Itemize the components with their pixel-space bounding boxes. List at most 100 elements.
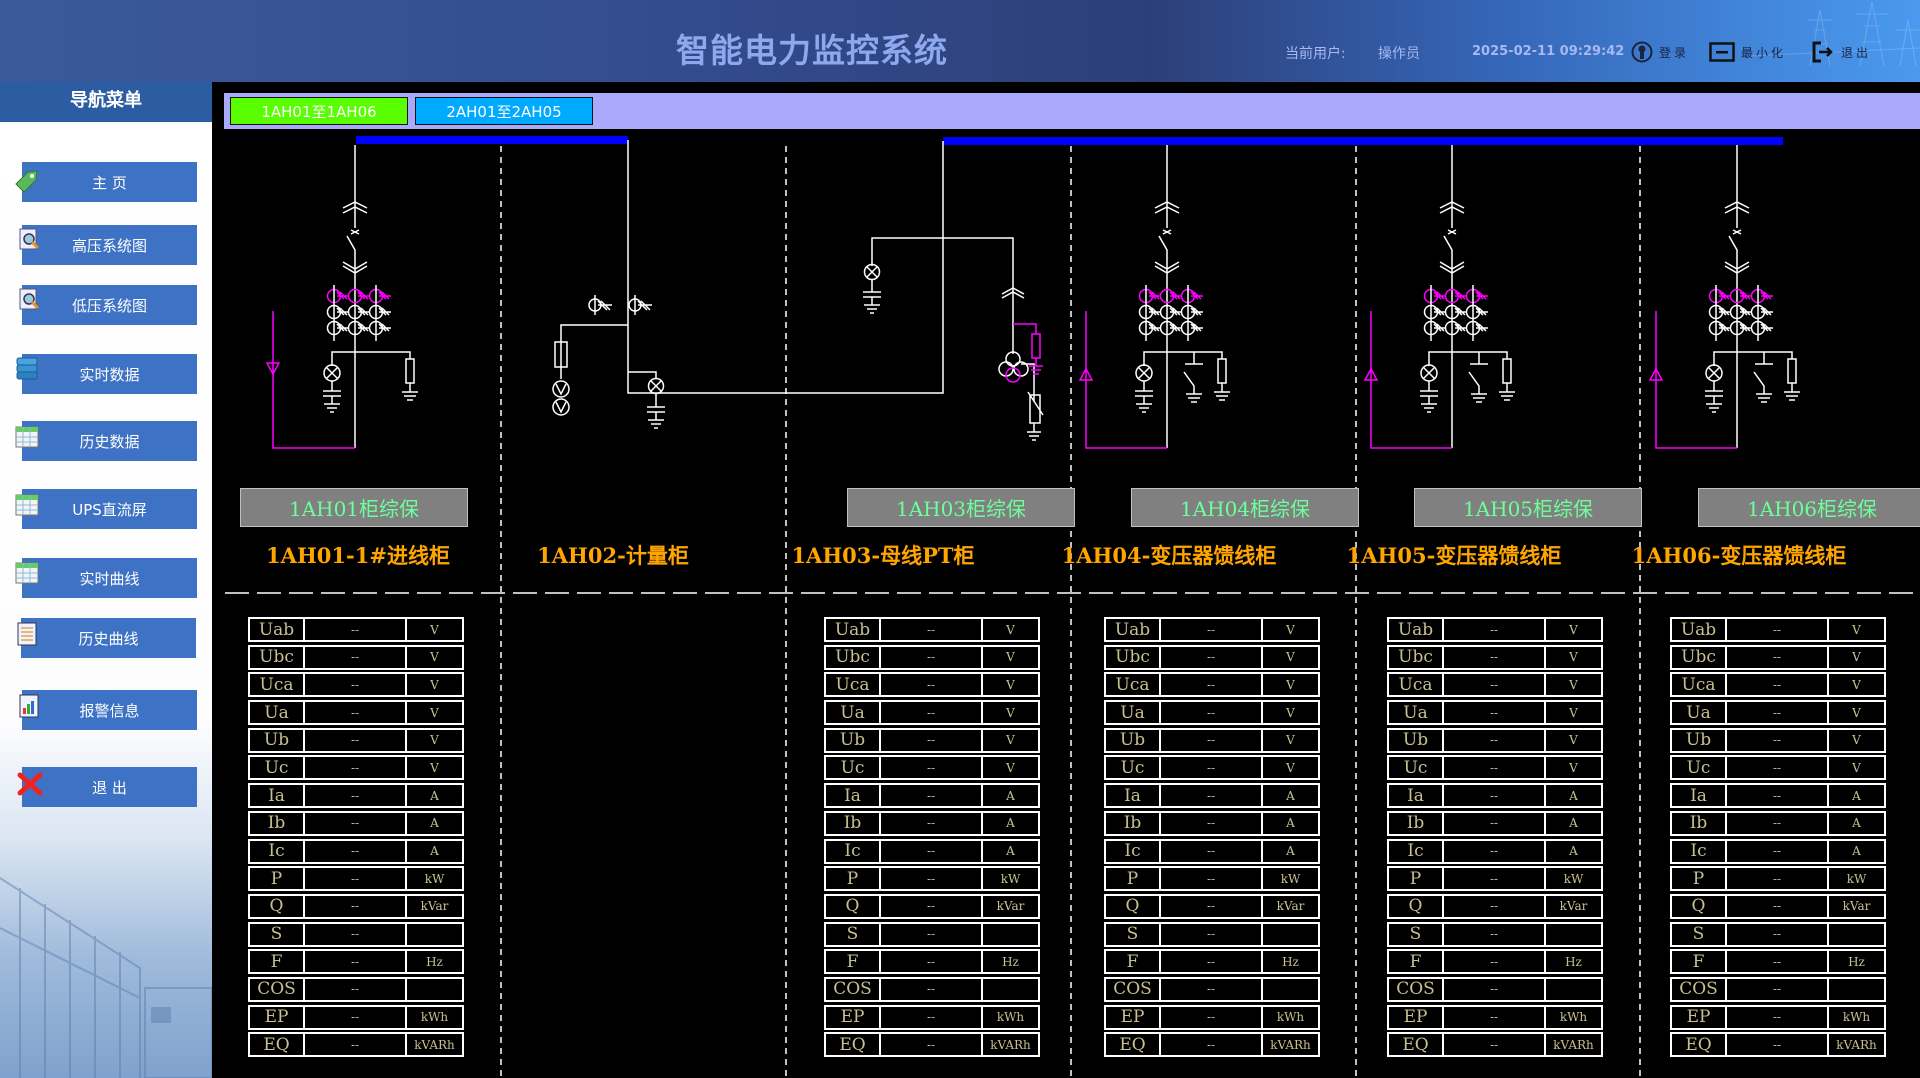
table-row: EQ--kVARh [248,1032,466,1058]
sidebar-item-ups-dc[interactable]: UPS直流屏 [22,489,197,529]
measurement-unit: kVARh [1827,1032,1886,1058]
relay-button-1ah04[interactable]: 1AH04柜综保 [1131,488,1359,527]
measurement-name: Uab [1387,617,1444,642]
cabinet-name-1ah01: 1AH01-1#进线柜 [266,543,450,568]
relay-button-1ah06[interactable]: 1AH06柜综保 [1698,488,1920,527]
main-content: 1AH01至1AH06 2AH01至2AH05 [213,82,1920,1078]
exit-button[interactable]: 退出 [1811,40,1871,64]
cable-loop-highlighted [1648,311,1737,449]
table-row: COS-- [1670,976,1888,1002]
table-row: Uc--V [824,755,1042,781]
sidebar-item-realtime-data[interactable]: 实时数据 [22,354,197,394]
relay-button-1ah01[interactable]: 1AH01柜综保 [240,488,468,527]
table-row: Uab--V [1387,617,1605,642]
sidebar-item-label: 高压系统图 [71,236,147,255]
measurement-name: Uc [248,755,305,781]
measurement-value: -- [1725,838,1829,864]
measurement-unit: V [981,755,1040,781]
sidebar-item-history-curve[interactable]: 历史曲线 [21,618,196,658]
measurement-value: -- [1159,921,1263,947]
sidebar-item-hv-system[interactable]: 高压系统图 [22,225,197,265]
measurement-value: -- [879,783,983,809]
table-row: Uca--V [1670,672,1888,698]
relay-button-1ah03[interactable]: 1AH03柜综保 [847,488,1075,527]
sidebar-item-history-data[interactable]: 历史数据 [22,421,197,461]
minimize-button[interactable]: 最小化 [1709,40,1786,64]
login-button[interactable]: 登录 [1631,40,1689,64]
table-row: Ua--V [248,700,466,726]
measurement-name: Ia [248,783,305,809]
table-row: Ib--A [1104,810,1322,836]
sidebar-item-home[interactable]: 主 页 [22,162,197,202]
measurement-unit: V [1261,755,1320,781]
measurement-value: -- [1725,810,1829,836]
measurement-name: Uab [824,617,881,642]
measurement-value: -- [1442,1032,1546,1058]
measurement-unit: kVARh [1261,1032,1320,1058]
measurement-value: -- [879,672,983,698]
report-chart-icon [19,694,39,718]
measurement-unit [405,976,464,1002]
sidebar-item-alarm-info[interactable]: 报警信息 [22,690,197,730]
measurement-name: Uab [1104,617,1161,642]
measurement-value: -- [879,755,983,781]
pt-equipment [863,237,1044,441]
measurement-value: -- [1159,949,1263,975]
measurement-value: -- [1159,866,1263,892]
measurement-value: -- [879,727,983,753]
measurement-unit [1544,976,1603,1002]
table-row: Q--kVar [248,893,466,919]
measurement-unit: V [1544,672,1603,698]
measurement-unit [405,921,464,947]
measurement-name: Ua [1104,700,1161,726]
table-row: Ubc--V [248,644,466,670]
measurement-unit: kW [1544,866,1603,892]
tab-1ah01-1ah06[interactable]: 1AH01至1AH06 [230,97,408,125]
measurement-unit: A [405,838,464,864]
measurement-value: -- [1442,1004,1546,1030]
measurement-unit: A [981,838,1040,864]
table-row: Ubc--V [1670,644,1888,670]
measurement-name: Ic [248,838,305,864]
table-row: P--kW [248,866,466,892]
table-row: Ia--A [824,783,1042,809]
measurement-unit: A [1261,783,1320,809]
measurement-name: Ib [1387,810,1444,836]
measurement-name: Ub [1104,727,1161,753]
tab-2ah01-2ah05[interactable]: 2AH01至2AH05 [415,97,593,125]
sidebar-item-exit[interactable]: 退 出 [22,767,197,807]
sidebar: 导航菜单 主 页 高压系统图 低压系统图 实时数据 历史数据 [0,82,212,1078]
measurement-unit: kVARh [405,1032,464,1058]
measurement-value: -- [879,949,983,975]
table-row: Uab--V [1104,617,1322,642]
measurement-unit: V [1544,617,1603,642]
measurement-value: -- [1442,866,1546,892]
measurement-unit: V [1544,700,1603,726]
sidebar-item-lv-system[interactable]: 低压系统图 [22,285,197,325]
cabinet-name-1ah04: 1AH04-变压器馈线柜 [1061,543,1277,568]
relay-button-1ah05[interactable]: 1AH05柜综保 [1414,488,1642,527]
measurement-unit: V [981,700,1040,726]
table-icon [15,494,39,516]
measurement-name: EP [1104,1004,1161,1030]
measurement-unit: V [1261,700,1320,726]
measurement-name: EQ [248,1032,305,1058]
cable-loop-highlighted [1078,311,1167,449]
measurement-unit: A [981,783,1040,809]
table-row: COS-- [824,976,1042,1002]
measurement-name: S [1387,921,1444,947]
measurement-name: Q [1104,893,1161,919]
table-row: F--Hz [824,949,1042,975]
measurement-name: Ua [1387,700,1444,726]
measurement-value: -- [303,672,407,698]
earthing-switch-icon [1753,352,1773,403]
measurement-value: -- [1159,838,1263,864]
cable-loop-highlighted [1363,311,1452,449]
measurement-value: -- [879,700,983,726]
measurement-name: Ib [824,810,881,836]
measurement-name: COS [1104,976,1161,1002]
sidebar-item-realtime-curve[interactable]: 实时曲线 [22,558,197,598]
measurement-name: COS [248,976,305,1002]
measurement-name: Q [824,893,881,919]
measurement-name: P [1670,866,1727,892]
